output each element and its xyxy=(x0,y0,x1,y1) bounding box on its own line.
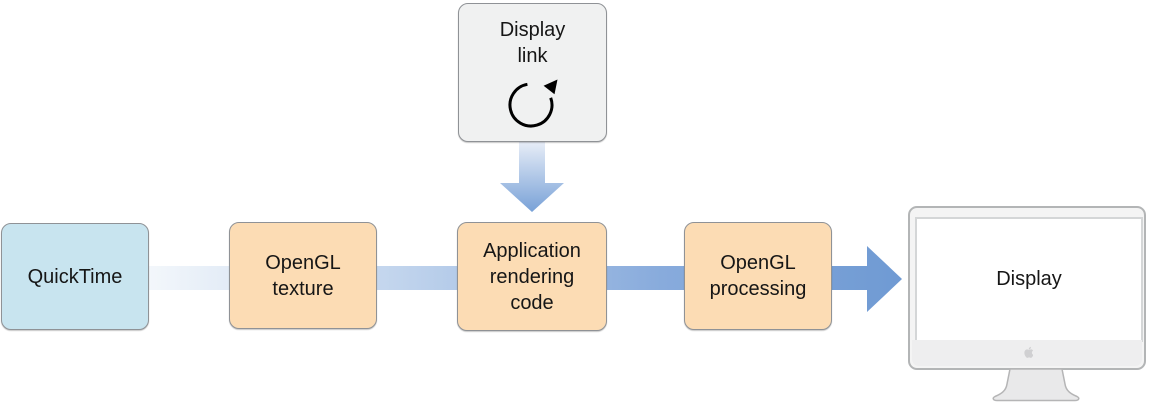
monitor-chin xyxy=(912,340,1142,366)
node-display-link: Display link xyxy=(458,3,607,142)
app-rendering-label-line1: Application xyxy=(483,239,581,262)
opengl-texture-label-line2: texture xyxy=(272,277,334,300)
app-rendering-label-line3: code xyxy=(510,291,554,314)
apple-logo-icon xyxy=(1024,346,1033,358)
monitor-screen: Display xyxy=(915,217,1143,342)
display-monitor: Display xyxy=(908,206,1147,402)
display-link-label-line1: Display xyxy=(499,19,566,41)
opengl-texture-label-line1: OpenGL xyxy=(265,251,341,274)
display-label: Display xyxy=(996,268,1062,290)
quicktime-label: QuickTime xyxy=(27,265,123,288)
opengl-processing-label-line1: OpenGL xyxy=(720,252,796,274)
node-opengl-texture: OpenGL texture xyxy=(229,222,377,329)
display-link-label-line2: link xyxy=(517,45,548,67)
flow-arrow-down xyxy=(500,142,564,212)
opengl-processing-label-line2: processing xyxy=(709,278,807,300)
node-opengl-processing: OpenGL processing xyxy=(684,222,832,330)
node-quicktime: QuickTime xyxy=(1,223,149,330)
app-rendering-label-line2: rendering xyxy=(489,265,575,288)
node-application-rendering-code: Application rendering code xyxy=(457,222,607,331)
monitor-bezel: Display xyxy=(908,206,1146,370)
rotation-cycle-icon xyxy=(507,79,557,128)
monitor-stand xyxy=(992,368,1080,402)
